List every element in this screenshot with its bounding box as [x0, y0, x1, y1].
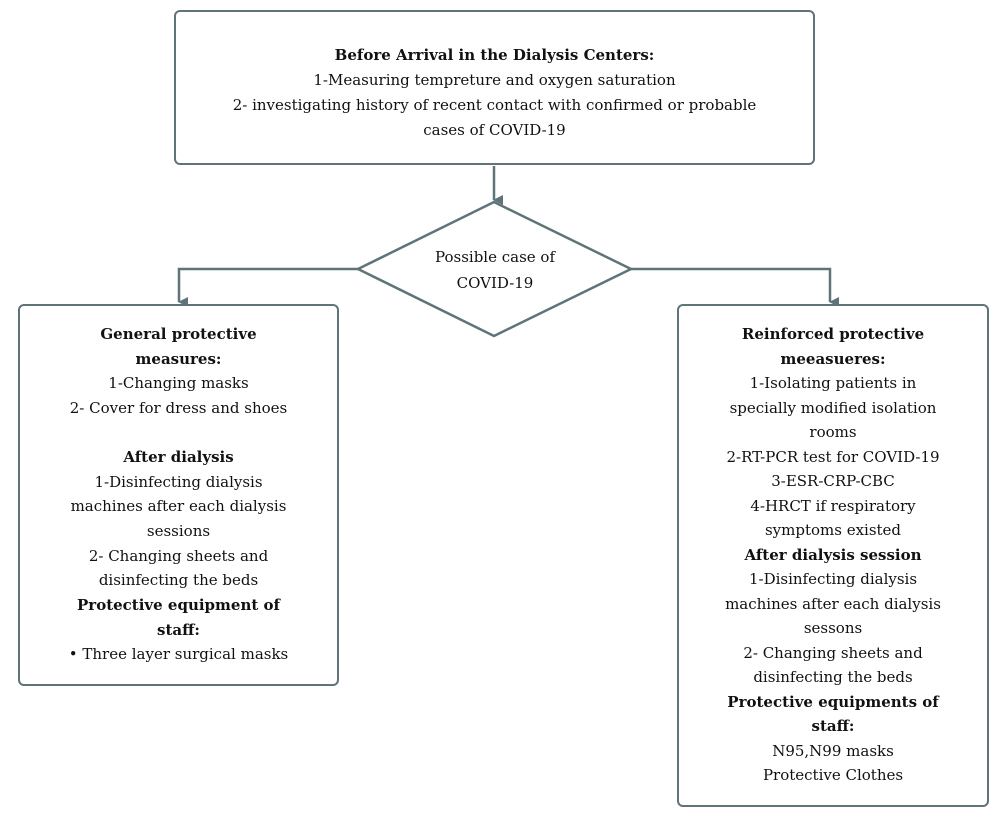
before-arrival-line: 2- investigating history of recent conta…: [232, 96, 757, 114]
general-measures-box: General protective measures: 1-Changing …: [18, 304, 339, 686]
after-dialysis-session-item: 2- Changing sheets and: [743, 643, 923, 662]
general-measures-title: measures:: [135, 349, 222, 368]
staff-equipments-item: Protective Clothes: [762, 766, 904, 784]
reinforced-measures-box: Reinforced protective meeasueres: 1-Isol…: [677, 304, 989, 807]
after-dialysis-session-title: After dialysis session: [744, 545, 922, 564]
arrow-decision-to-right: [631, 267, 839, 307]
general-measures-title: General protective: [100, 325, 257, 343]
after-dialysis-item: 2- Changing sheets and: [88, 546, 269, 565]
after-dialysis-session-item: 1-Disinfecting dialysis: [748, 570, 918, 588]
staff-equipments-item: N95,N99 masks: [772, 741, 894, 760]
decision-label: Possible case of COVID-19: [410, 244, 580, 296]
after-dialysis-item: sessions: [146, 521, 211, 540]
staff-equipment-title: Protective equipment of: [77, 596, 280, 615]
after-dialysis-session-item: machines after each dialysis: [725, 594, 941, 613]
staff-equipment-title: staff:: [157, 620, 200, 639]
reinforced-measures-item: 3-ESR-CRP-CBC: [771, 472, 895, 490]
general-measures-item: 2- Cover for dress and shoes: [69, 399, 288, 418]
decision-diamond: [355, 200, 634, 338]
after-dialysis-title: After dialysis: [123, 447, 234, 466]
before-arrival-box: Before Arrival in the Dialysis Centers: …: [174, 10, 815, 165]
after-dialysis-session-item: sessons: [803, 619, 863, 637]
before-arrival-line: cases of COVID-19: [423, 121, 566, 139]
before-arrival-line: 1-Measuring tempreture and oxygen satura…: [313, 71, 676, 89]
after-dialysis-session-item: disinfecting the beds: [753, 668, 913, 686]
after-dialysis-item: disinfecting the beds: [98, 571, 259, 590]
reinforced-measures-title: meeasueres:: [780, 349, 886, 368]
after-dialysis-item: machines after each dialysis: [70, 497, 287, 516]
reinforced-measures-item: 1-Isolating patients in: [749, 374, 917, 392]
reinforced-measures-item: 4-HRCT if respiratory: [750, 496, 916, 515]
staff-equipments-title: staff:: [811, 717, 855, 735]
reinforced-measures-item: 2-RT-PCR test for COVID-19: [726, 447, 940, 466]
reinforced-measures-item: symptoms existed: [764, 521, 902, 539]
arrow-decision-to-left: [177, 267, 358, 307]
reinforced-measures-item: rooms: [809, 423, 857, 441]
spacer: [20, 421, 337, 445]
general-measures-item: 1-Changing masks: [108, 374, 249, 393]
before-arrival-title: Before Arrival in the Dialysis Centers:: [334, 46, 655, 64]
reinforced-measures-item: specially modified isolation: [729, 398, 937, 417]
staff-equipments-title: Protective equipments of: [727, 692, 939, 711]
staff-equipment-item: • Three layer surgical masks: [68, 645, 289, 664]
decision-label-line: Possible case of: [434, 248, 556, 266]
reinforced-measures-title: Reinforced protective: [741, 325, 925, 343]
after-dialysis-item: 1-Disinfecting dialysis: [94, 472, 263, 491]
decision-label-line: COVID-19: [456, 274, 534, 292]
